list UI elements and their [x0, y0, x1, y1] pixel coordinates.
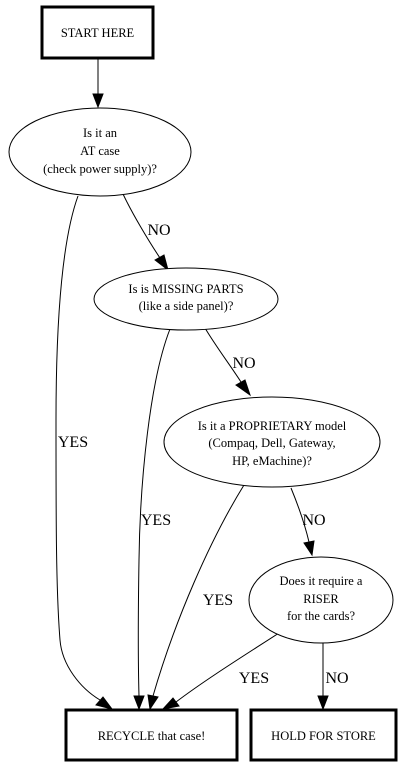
arrow-head	[95, 696, 114, 710]
arrow-head	[235, 379, 251, 397]
node-at-case-line: Is it an	[83, 126, 118, 140]
node-proprietary-line: (Compaq, Dell, Gateway,	[208, 436, 335, 450]
node-proprietary-line: Is it a PROPRIETARY model	[198, 419, 347, 433]
node-at-case-line: (check power supply)?	[43, 162, 157, 176]
edge-label-riser-yes: YES	[239, 670, 269, 687]
arrow-head	[147, 694, 159, 711]
arrow-head	[317, 695, 329, 711]
edge-label-proprietary-no: NO	[302, 512, 325, 529]
edge-missing-parts-to-proprietary	[204, 327, 242, 383]
edge-labels: NO YES NO YES NO YES YES NO	[58, 222, 349, 687]
arrow-head	[161, 697, 180, 710]
node-at-case-line: AT case	[80, 144, 120, 158]
node-recycle: RECYCLE that case!	[64, 708, 239, 762]
edge-at-case-to-recycle	[55, 195, 101, 701]
edge-label-missing-parts-no: NO	[232, 355, 255, 372]
arrow-head	[154, 254, 169, 272]
arrow-head	[92, 93, 104, 109]
node-recycle-label: RECYCLE that case!	[98, 729, 206, 743]
node-riser: Does it require a RISER for the cards?	[248, 556, 394, 644]
edge-label-proprietary-yes: YES	[203, 592, 233, 609]
node-start: START HERE	[40, 5, 155, 60]
node-proprietary-line: HP, eMachine)?	[232, 454, 312, 468]
node-missing-parts: Is is MISSING PARTS (like a side panel)?	[93, 267, 279, 331]
node-missing-parts-line: (like a side panel)?	[139, 299, 234, 313]
node-riser-line: Does it require a	[280, 574, 363, 588]
edge-label-riser-no: NO	[325, 670, 348, 687]
edge-riser-to-recycle	[175, 632, 280, 703]
node-riser-line: for the cards?	[287, 609, 355, 623]
edges	[55, 59, 329, 711]
edge-label-at-case-no: NO	[147, 222, 170, 239]
node-at-case: Is it an AT case (check power supply)?	[8, 107, 192, 197]
node-riser-line: RISER	[303, 592, 339, 606]
node-missing-parts-line: Is is MISSING PARTS	[128, 282, 243, 296]
node-hold-label: HOLD FOR STORE	[271, 729, 376, 743]
arrow-head	[133, 695, 145, 711]
node-hold: HOLD FOR STORE	[249, 708, 398, 762]
edge-proprietary-to-riser	[290, 487, 310, 543]
node-proprietary: Is it a PROPRIETARY model (Compaq, Dell,…	[163, 396, 381, 488]
edge-proprietary-to-recycle	[152, 484, 245, 697]
node-start-label: START HERE	[61, 26, 135, 40]
edge-label-at-case-yes: YES	[58, 434, 88, 451]
edge-label-missing-parts-yes: YES	[141, 512, 171, 529]
edge-at-case-to-missing-parts	[122, 193, 161, 259]
arrow-head	[303, 540, 315, 557]
edge-missing-parts-to-recycle	[137, 328, 171, 697]
